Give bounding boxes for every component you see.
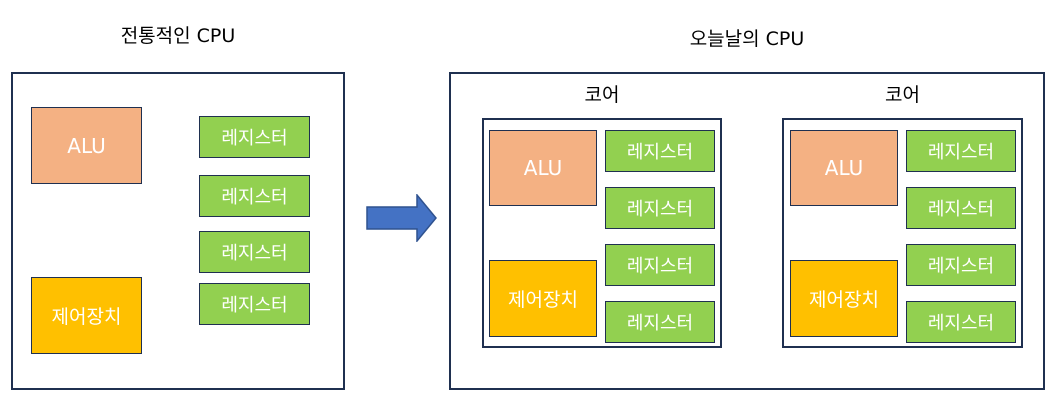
traditional-register-block: 레지스터 [199,231,310,273]
core-2-register-block: 레지스터 [906,301,1016,343]
core-2-register-block: 레지스터 [906,244,1016,286]
traditional-alu-block: ALU [31,107,142,184]
traditional-control-unit-block: 제어장치 [31,277,142,354]
traditional-register-block: 레지스터 [199,283,310,325]
core-2-box: ALU 제어장치 레지스터 레지스터 레지스터 레지스터 [782,118,1023,348]
core-1-alu-block: ALU [489,130,597,206]
core-2-register-block: 레지스터 [906,130,1016,172]
core-1-register-block: 레지스터 [605,244,715,286]
core-2-label: 코어 [885,84,920,106]
traditional-register-block: 레지스터 [199,116,310,158]
traditional-register-block: 레지스터 [199,175,310,217]
core-1-control-unit-block: 제어장치 [489,260,597,337]
core-1-box: ALU 제어장치 레지스터 레지스터 레지스터 레지스터 [482,118,722,348]
core-1-register-block: 레지스터 [605,301,715,343]
right-arrow-icon [366,194,437,242]
core-1-register-block: 레지스터 [605,187,715,229]
core-1-label: 코어 [584,84,620,106]
core-1-register-block: 레지스터 [605,130,715,172]
traditional-cpu-title: 전통적인 CPU [120,25,236,47]
core-2-register-block: 레지스터 [906,187,1016,229]
modern-cpu-title: 오늘날의 CPU [689,28,805,50]
core-2-alu-block: ALU [790,130,898,206]
core-2-control-unit-block: 제어장치 [790,260,898,337]
